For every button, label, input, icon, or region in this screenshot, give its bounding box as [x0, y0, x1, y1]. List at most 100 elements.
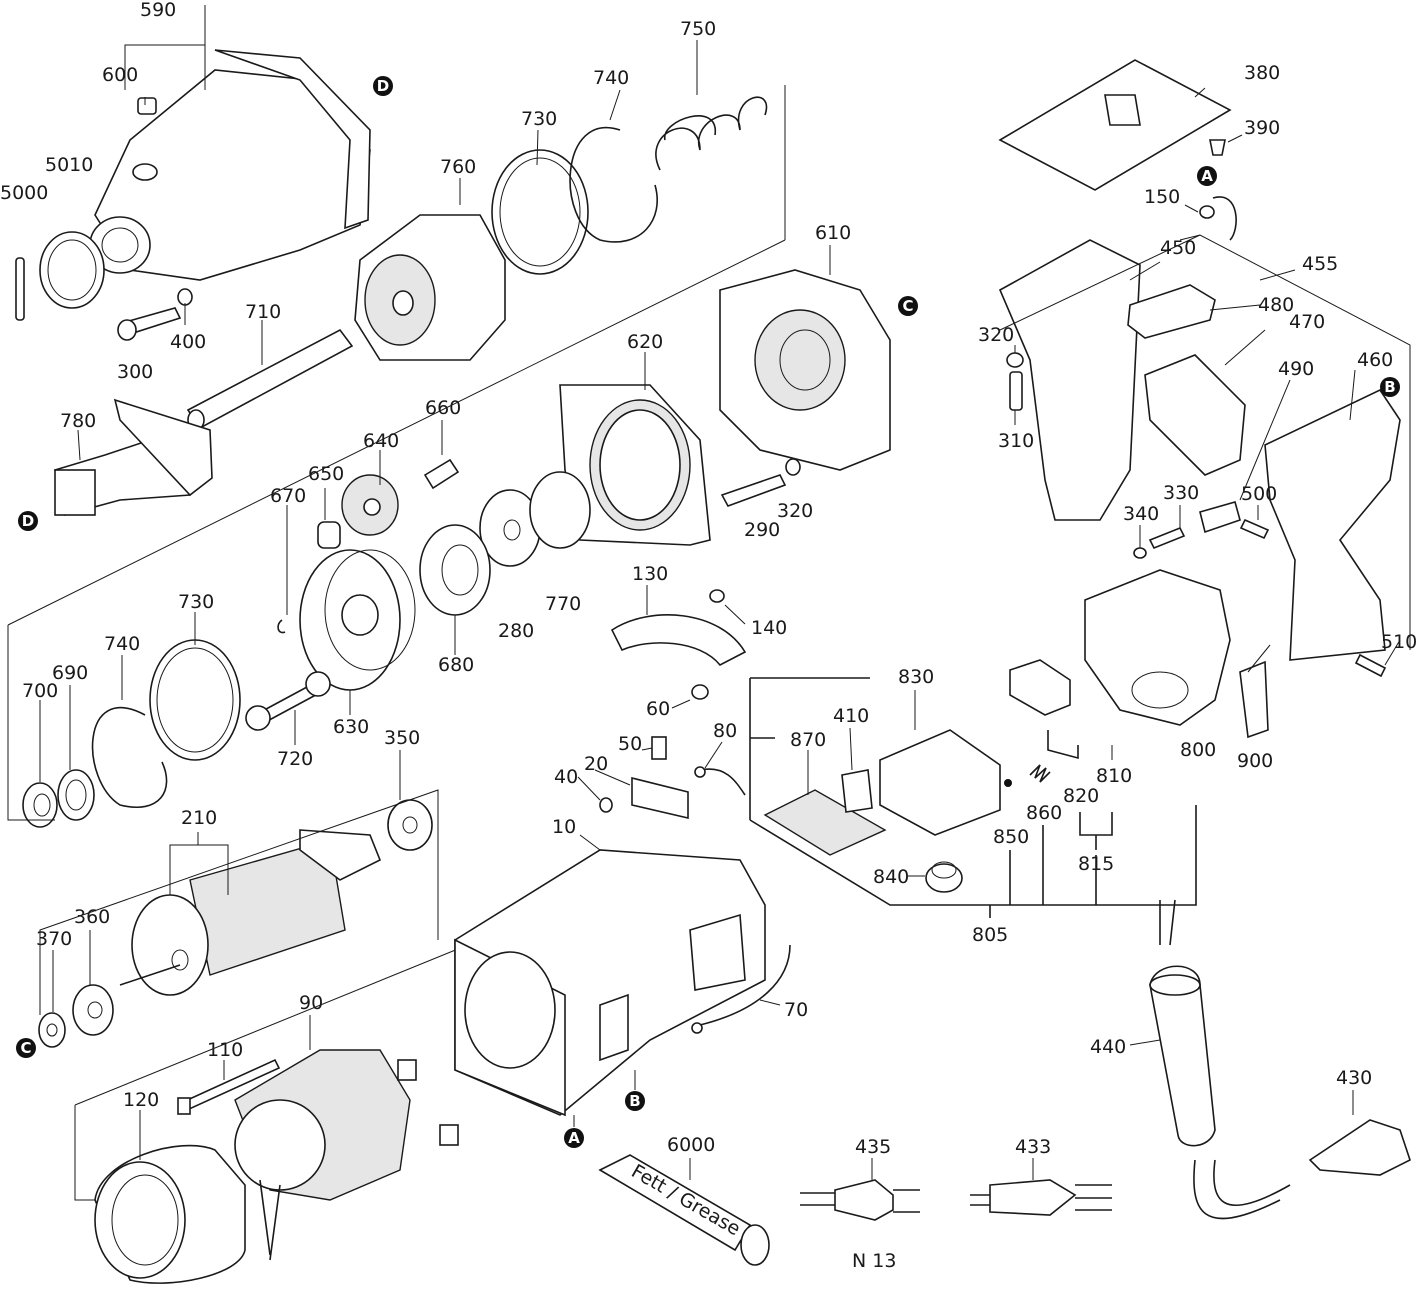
screw-500	[1239, 518, 1270, 540]
label-390: 390	[1244, 117, 1280, 139]
label-670: 670	[270, 485, 306, 507]
screw-60	[691, 684, 709, 700]
label-640: 640	[363, 430, 399, 452]
svg-text:B: B	[1384, 378, 1395, 396]
label-780: 780	[60, 410, 96, 432]
label-400: 400	[170, 331, 206, 353]
label-320-handle: 320	[978, 324, 1014, 346]
spring-750	[655, 96, 768, 171]
label-650: 650	[308, 463, 344, 485]
label-720: 720	[277, 748, 313, 770]
shaft-720	[245, 671, 331, 731]
plug-433	[970, 1179, 1112, 1216]
bearing-350	[387, 799, 433, 851]
pin-660	[423, 458, 460, 490]
knob-840	[925, 861, 963, 893]
stator-90	[234, 1049, 411, 1261]
label-70: 70	[784, 999, 808, 1021]
o-ring-5010	[39, 231, 105, 309]
marker-d-top: D	[373, 76, 393, 96]
ball-850	[1004, 779, 1012, 787]
label-280: 280	[498, 620, 534, 642]
washer-370	[38, 1012, 66, 1048]
label-433: 433	[1015, 1136, 1051, 1158]
label-900: 900	[1237, 750, 1273, 772]
motor-housing-10	[454, 849, 766, 1117]
hammer-760	[354, 214, 506, 361]
washer-150	[1199, 196, 1237, 241]
label-210: 210	[181, 807, 217, 829]
label-410: 410	[833, 705, 869, 727]
screw-330	[1148, 526, 1186, 550]
label-740-top: 740	[593, 67, 629, 89]
terminal-right	[439, 1124, 459, 1146]
handle-half-460	[1264, 388, 1401, 661]
screw-140	[709, 589, 725, 603]
snap-ring-740-left	[91, 706, 168, 808]
label-770: 770	[545, 593, 581, 615]
chip-410	[841, 769, 873, 813]
label-380: 380	[1244, 62, 1280, 84]
wire-820	[1047, 730, 1079, 760]
label-120: 120	[123, 1089, 159, 1111]
screw-310	[1009, 371, 1023, 411]
gear-case-610	[719, 269, 891, 471]
cover-130	[610, 614, 747, 667]
cable	[1193, 1159, 1291, 1220]
label-90: 90	[299, 992, 323, 1014]
label-810: 810	[1096, 765, 1132, 787]
label-310: 310	[998, 430, 1034, 452]
svg-text:D: D	[22, 512, 34, 530]
label-460: 460	[1357, 349, 1393, 371]
label-870: 870	[790, 729, 826, 751]
label-5000: 5000	[0, 182, 48, 204]
bearing-360	[72, 984, 114, 1036]
switch-810	[1009, 659, 1071, 716]
label-490: 490	[1278, 358, 1314, 380]
marker-b-top: B	[1380, 377, 1400, 397]
label-470: 470	[1289, 311, 1325, 333]
seal-700	[22, 782, 58, 828]
plug-435	[800, 1179, 920, 1221]
handle-half-450	[998, 239, 1141, 521]
brush-480	[1127, 284, 1216, 339]
label-20: 20	[584, 753, 608, 775]
armature-210	[119, 829, 382, 996]
washer-400	[177, 288, 193, 306]
washer-340	[1133, 547, 1147, 559]
wire-80	[694, 766, 746, 796]
svg-text:B: B	[629, 1092, 640, 1110]
label-290: 290	[744, 519, 780, 541]
gear-housing-590	[89, 49, 371, 281]
label-840: 840	[873, 866, 909, 888]
label-435: 435	[855, 1136, 891, 1158]
label-455: 455	[1302, 253, 1338, 275]
label-300: 300	[117, 361, 153, 383]
label-760: 760	[440, 156, 476, 178]
label-140: 140	[751, 617, 787, 639]
marker-c-bottom: C	[16, 1038, 36, 1058]
terminal-top	[397, 1059, 417, 1081]
label-850: 850	[993, 826, 1029, 848]
label-360: 360	[74, 906, 110, 928]
label-730-top: 730	[521, 108, 557, 130]
label-150: 150	[1144, 186, 1180, 208]
wire-70	[691, 944, 791, 1034]
motor-cap-800	[1084, 569, 1231, 726]
label-800: 800	[1180, 739, 1216, 761]
label-830: 830	[898, 666, 934, 688]
label-820: 820	[1063, 785, 1099, 807]
screw-290	[720, 474, 787, 507]
label-690: 690	[52, 662, 88, 684]
label-450: 450	[1160, 237, 1196, 259]
planet-carrier-630	[299, 549, 416, 691]
clamp-490	[1199, 501, 1241, 534]
label-510: 510	[1381, 631, 1416, 653]
label-430: 430	[1336, 1067, 1372, 1089]
label-330: 330	[1163, 482, 1199, 504]
pad-870	[763, 789, 887, 856]
balls-690	[57, 769, 95, 821]
grease-label: Fett / Grease	[628, 1160, 745, 1240]
set-screw-600	[137, 97, 157, 115]
